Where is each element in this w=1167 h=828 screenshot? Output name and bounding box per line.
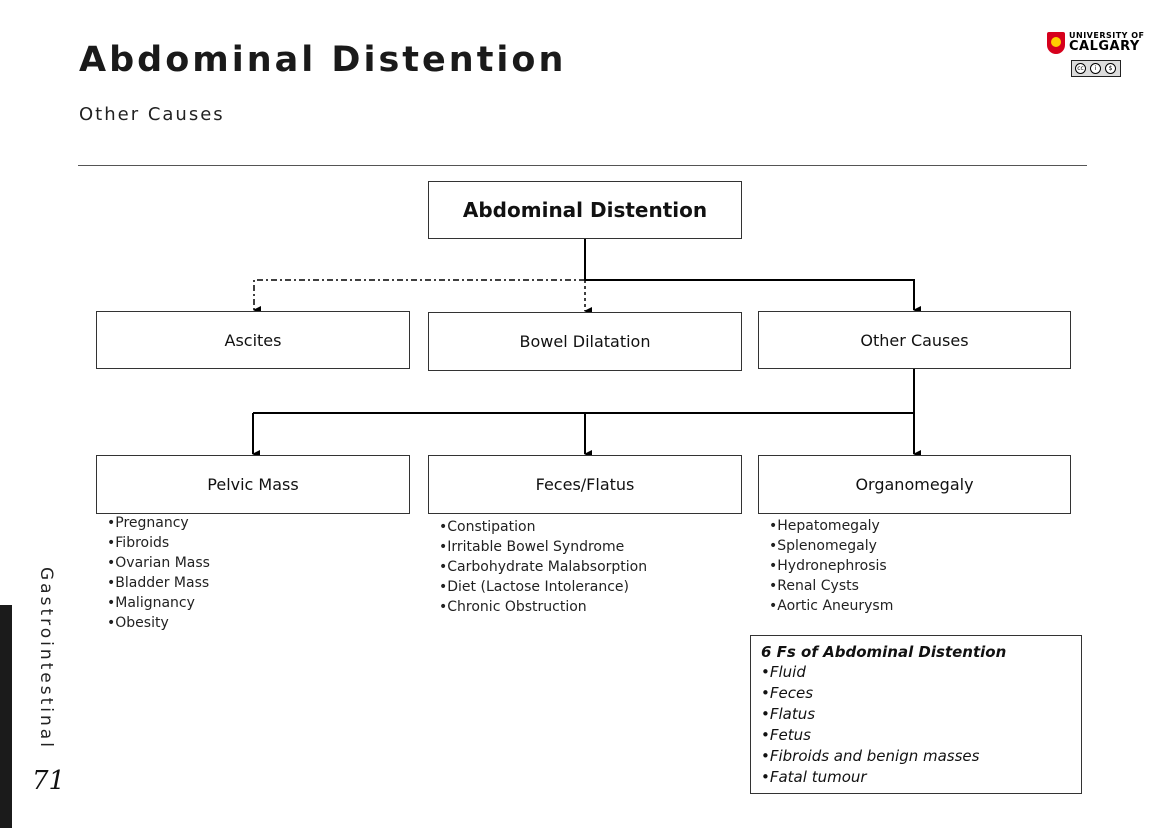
root-node: Abdominal Distention [428, 181, 742, 239]
page-subtitle: Other Causes [79, 104, 225, 125]
section-tab-bar [0, 605, 12, 828]
list-item: Irritable Bowel Syndrome [439, 537, 647, 557]
node-pelvic-mass-label: Pelvic Mass [207, 475, 299, 494]
noncommercial-icon: $ [1105, 63, 1116, 74]
node-bowel-dilatation: Bowel Dilatation [428, 312, 742, 371]
list-item: Aortic Aneurysm [769, 596, 893, 616]
list-item: Pregnancy [107, 513, 210, 533]
university-logo: UNIVERSITY OF CALGARY cc i $ [1046, 30, 1144, 82]
list-item: Feces [761, 683, 1071, 704]
pelvic-mass-list: Pregnancy Fibroids Ovarian Mass Bladder … [107, 513, 210, 633]
feces-flatus-list: Constipation Irritable Bowel Syndrome Ca… [439, 517, 647, 617]
header-divider [78, 165, 1087, 166]
root-node-label: Abdominal Distention [462, 198, 708, 222]
connector-to-other-causes [585, 279, 921, 314]
list-item: Malignancy [107, 593, 210, 613]
list-item: Fibroids [107, 533, 210, 553]
creative-commons-badge: cc i $ [1071, 60, 1121, 77]
node-other-causes-label: Other Causes [860, 330, 969, 350]
list-item: Renal Cysts [769, 576, 893, 596]
page-title: Abdominal Distention [79, 40, 567, 80]
crest-icon [1047, 32, 1065, 54]
cc-icon: cc [1075, 63, 1086, 74]
list-item: Flatus [761, 704, 1071, 725]
attribution-icon: i [1090, 63, 1101, 74]
list-item: Carbohydrate Malabsorption [439, 557, 647, 577]
list-item: Fluid [761, 662, 1071, 683]
logo-text-line1: UNIVERSITY OF [1069, 31, 1145, 40]
six-fs-box: 6 Fs of Abdominal Distention Fluid Feces… [750, 635, 1082, 794]
list-item: Fibroids and benign masses [761, 746, 1071, 767]
organomegaly-list: Hepatomegaly Splenomegaly Hydronephrosis… [769, 516, 893, 616]
node-ascites: Ascites [96, 311, 410, 369]
list-item: Fatal tumour [761, 767, 1071, 788]
list-item: Splenomegaly [769, 536, 893, 556]
node-organomegaly: Organomegaly [758, 455, 1071, 514]
node-other-causes: Other Causes [758, 311, 1071, 369]
list-item: Bladder Mass [107, 573, 210, 593]
logo-text-line2: CALGARY [1069, 39, 1140, 54]
node-organomegaly-label: Organomegaly [855, 475, 974, 494]
list-item: Chronic Obstruction [439, 597, 647, 617]
six-fs-list: Fluid Feces Flatus Fetus Fibroids and be… [761, 662, 1071, 788]
six-fs-title: 6 Fs of Abdominal Distention [761, 643, 1007, 661]
list-item: Constipation [439, 517, 647, 537]
list-item: Fetus [761, 725, 1071, 746]
node-feces-flatus-label: Feces/Flatus [535, 475, 635, 494]
node-ascites-label: Ascites [224, 330, 282, 350]
section-label: Gastrointestinal [36, 567, 56, 750]
list-item: Hydronephrosis [769, 556, 893, 576]
list-item: Hepatomegaly [769, 516, 893, 536]
page-number: 71 [32, 766, 66, 796]
connector-to-ascites [253, 279, 585, 314]
list-item: Diet (Lactose Intolerance) [439, 577, 647, 597]
list-item: Obesity [107, 613, 210, 633]
node-pelvic-mass: Pelvic Mass [96, 455, 410, 514]
node-feces-flatus: Feces/Flatus [428, 455, 742, 514]
list-item: Ovarian Mass [107, 553, 210, 573]
node-bowel-dilatation-label: Bowel Dilatation [519, 332, 651, 351]
